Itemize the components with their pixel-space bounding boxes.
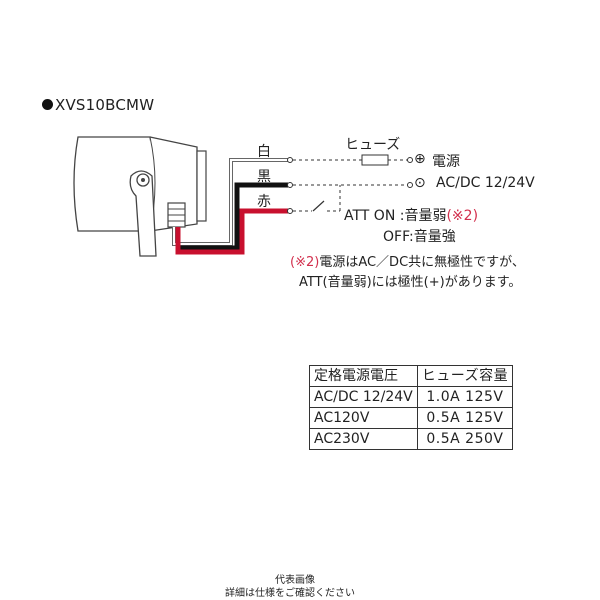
note-line-2: ATT(音量弱)には極性(+)があります。 [299, 275, 522, 290]
power-voltage: AC/DC 12/24V [436, 175, 535, 191]
table-cell: 0.5A 125V [416, 407, 514, 429]
table-row: AC120V 0.5A 125V [309, 407, 514, 429]
table-row: AC/DC 12/24V 1.0A 125V [309, 386, 514, 408]
table-cell: AC120V [309, 407, 418, 429]
power-label: 電源 [432, 154, 460, 170]
att-switch-symbol [312, 200, 325, 212]
power-minus-icon: ⊙ [414, 175, 426, 191]
table-cell: AC230V [309, 428, 418, 450]
att-off-label: OFF:音量強 [383, 229, 456, 245]
att-on-note-mark: (※2) [446, 208, 479, 224]
table-header-row: 定格電源電圧 ヒューズ容量 [309, 365, 514, 387]
table-row: AC230V 0.5A 250V [309, 428, 514, 450]
footer-line-2: 詳細は仕様をご確認ください [225, 588, 355, 599]
table-header-cell: 定格電源電圧 [309, 365, 418, 387]
table-cell: 0.5A 250V [416, 428, 514, 450]
bullet-icon [42, 99, 53, 110]
red-wire [175, 208, 288, 255]
att-on-label: ATT ON :音量弱(※2) [344, 208, 479, 224]
table-cell: 1.0A 125V [416, 386, 514, 408]
power-plus-icon: ⊕ [414, 151, 426, 167]
note-mark: (※2) [290, 255, 320, 270]
wire-label-white: 白 [257, 144, 271, 160]
footer-line-1: 代表画像 [275, 575, 315, 586]
wire-label-red: 赤 [257, 194, 271, 210]
table-cell: AC/DC 12/24V [309, 386, 418, 408]
wire-label-black: 黒 [257, 169, 271, 185]
fuse-symbol [361, 154, 389, 166]
table-header-cell: ヒューズ容量 [416, 365, 514, 387]
fuse-spec-table: 定格電源電圧 ヒューズ容量 AC/DC 12/24V 1.0A 125V AC1… [309, 365, 514, 450]
note-line-1: (※2)電源はAC／DC共に無極性ですが、 [290, 255, 525, 270]
fuse-label: ヒューズ [345, 137, 401, 153]
speaker-illustration [73, 136, 207, 257]
model-title: XVS10BCMW [42, 96, 154, 114]
